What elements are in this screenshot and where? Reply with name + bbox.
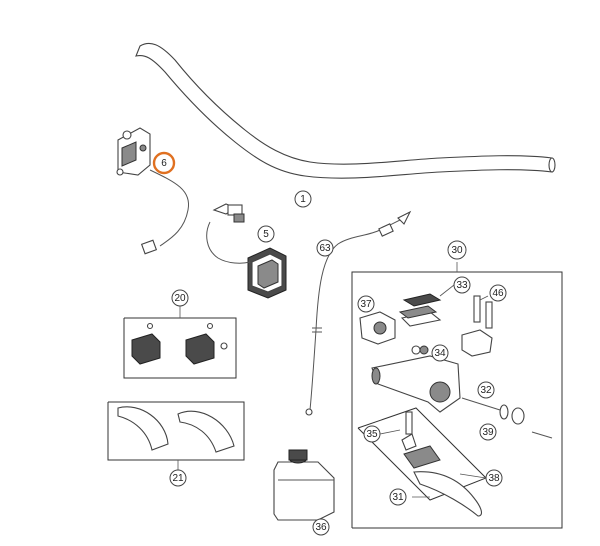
svg-text:32: 32 — [480, 385, 492, 396]
handlebar — [135, 42, 556, 179]
callout-markers: 6 1 5 63 30 33 37 46 — [152, 151, 507, 536]
callout-35: 35 — [363, 425, 381, 443]
svg-text:1: 1 — [300, 194, 306, 205]
callout-6: 6 — [152, 151, 176, 175]
callout-31: 31 — [389, 488, 407, 506]
throttle-cable — [305, 210, 412, 416]
svg-text:38: 38 — [488, 473, 500, 484]
svg-text:33: 33 — [456, 280, 468, 291]
svg-text:34: 34 — [434, 348, 446, 359]
callout-5: 5 — [257, 225, 275, 243]
callout-46: 46 — [489, 284, 507, 302]
svg-text:39: 39 — [482, 427, 494, 438]
svg-text:63: 63 — [319, 243, 331, 254]
callout-38: 38 — [485, 469, 503, 487]
svg-text:20: 20 — [174, 293, 186, 304]
callout-63: 63 — [316, 239, 334, 257]
svg-text:30: 30 — [451, 245, 463, 256]
callout-30: 30 — [447, 240, 467, 260]
leader-lines — [379, 284, 489, 498]
svg-text:6: 6 — [161, 158, 167, 169]
left-switch-assembly — [116, 127, 190, 255]
svg-text:35: 35 — [366, 429, 378, 440]
svg-text:46: 46 — [492, 288, 504, 299]
callout-37: 37 — [357, 295, 375, 313]
svg-text:5: 5 — [263, 229, 269, 240]
svg-text:37: 37 — [360, 299, 372, 310]
callout-33: 33 — [453, 276, 471, 294]
svg-text:36: 36 — [315, 522, 327, 533]
right-switch-assembly — [206, 203, 287, 299]
callout-21: 21 — [169, 469, 187, 487]
callout-32: 32 — [477, 381, 495, 399]
callout-20: 20 — [171, 289, 189, 307]
handguards — [107, 401, 245, 472]
callout-36: 36 — [312, 518, 330, 536]
brake-assembly-group — [351, 262, 563, 529]
svg-text:21: 21 — [172, 473, 184, 484]
hardware-kit — [123, 306, 237, 379]
svg-text:31: 31 — [392, 492, 404, 503]
callout-34: 34 — [431, 344, 449, 362]
callout-1: 1 — [294, 190, 312, 208]
callout-39: 39 — [479, 423, 497, 441]
fluid-bottle — [273, 449, 335, 521]
